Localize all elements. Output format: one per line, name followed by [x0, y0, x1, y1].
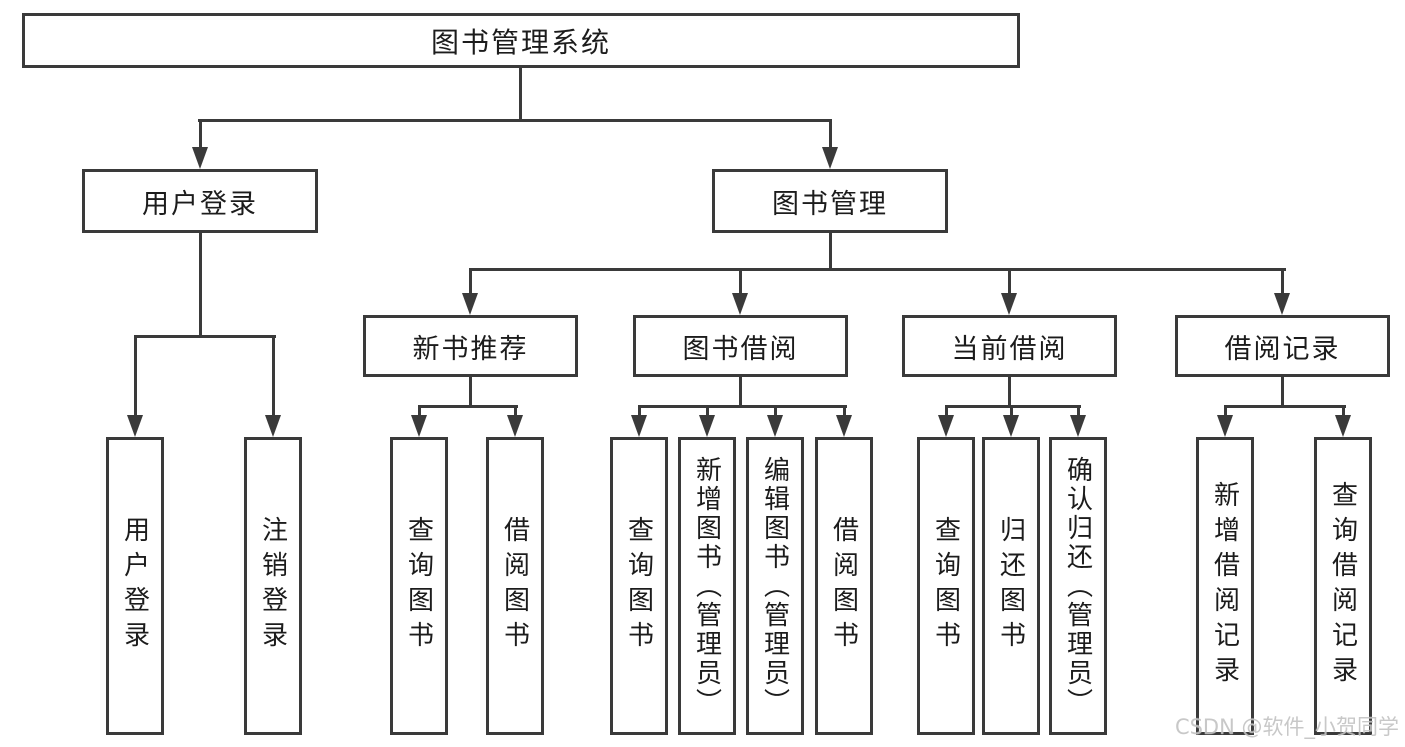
node-leaf-edit-books-admin: 编辑图书（管理员） [746, 437, 804, 735]
node-label: 查询图书 [623, 516, 654, 656]
arrow-l3c [1001, 293, 1017, 315]
node-label: 编辑图书（管理员） [759, 455, 790, 717]
arrow-l3d [1274, 293, 1290, 315]
node-label: 图书借阅 [682, 333, 799, 365]
node-label: 图书管理 [772, 188, 888, 220]
node-leaf-query-books-2: 查询图书 [610, 437, 668, 735]
node-label: 新书推荐 [412, 333, 529, 365]
arrow-D2 [1003, 415, 1019, 437]
connector-l3a-in [469, 268, 472, 296]
arrow-l3a [462, 293, 478, 315]
arrow-A1 [127, 415, 143, 437]
node-book-borrowing: 图书借阅 [633, 315, 848, 377]
node-leaf-logout: 注销登录 [244, 437, 302, 735]
connector-B2 [514, 405, 517, 419]
connector-level3-bar [469, 268, 1286, 271]
node-label: 当前借阅 [951, 333, 1068, 365]
node-new-book-recommend: 新书推荐 [363, 315, 578, 377]
node-label: 借阅图书 [499, 516, 530, 656]
node-leaf-user-login: 用户登录 [106, 437, 164, 735]
node-user-login: 用户登录 [82, 169, 318, 233]
connector-C2 [706, 405, 709, 419]
node-book-management-system: 图书管理系统 [22, 13, 1020, 68]
node-label: 确认归还（管理员） [1062, 455, 1093, 717]
node-label: 用户登录 [142, 188, 258, 220]
node-label: 新增图书（管理员） [691, 455, 722, 717]
connector-l3c-in [1008, 268, 1011, 296]
connector-root-stem [519, 66, 522, 122]
connector-groupD-bar [945, 405, 1081, 408]
node-label: 注销登录 [257, 516, 288, 656]
node-leaf-query-books-3: 查询图书 [917, 437, 975, 735]
node-label: 图书管理系统 [430, 25, 611, 59]
connector-l3b-in [739, 268, 742, 296]
arrow-D3 [1070, 415, 1086, 437]
connector-A2 [272, 335, 275, 417]
node-label: 归还图书 [995, 516, 1026, 656]
node-borrowing-records: 借阅记录 [1175, 315, 1390, 377]
node-label: 用户登录 [119, 516, 150, 656]
arrow-D1 [938, 415, 954, 437]
connector-l3d-in [1281, 268, 1284, 296]
connector-D2 [1010, 405, 1013, 419]
connector-book-mgmt-stem [829, 231, 832, 271]
node-label: 查询图书 [930, 516, 961, 656]
node-label: 借阅记录 [1224, 333, 1341, 365]
connector-B1 [418, 405, 421, 419]
arrow-B2 [507, 415, 523, 437]
node-leaf-borrow-books-2: 借阅图书 [815, 437, 873, 735]
node-leaf-confirm-return-admin: 确认归还（管理员） [1049, 437, 1107, 735]
node-leaf-add-borrow-record: 新增借阅记录 [1196, 437, 1254, 735]
connector-groupC-bar [638, 405, 847, 408]
connector-user-login-in [199, 119, 202, 149]
connector-l3c-stem [1008, 375, 1011, 407]
arrow-user-login [192, 147, 208, 169]
connector-A1 [134, 335, 137, 417]
connector-C1 [638, 405, 641, 419]
arrow-B1 [411, 415, 427, 437]
node-label: 借阅图书 [828, 516, 859, 656]
connector-user-login-stem [199, 231, 202, 337]
arrow-book-mgmt [822, 147, 838, 169]
connector-E2 [1342, 405, 1345, 419]
arrow-C3 [767, 415, 783, 437]
node-label: 新增借阅记录 [1209, 481, 1240, 691]
connector-l3d-stem [1281, 375, 1284, 407]
arrow-A2 [265, 415, 281, 437]
node-book-management: 图书管理 [712, 169, 948, 233]
arrow-E1 [1217, 415, 1233, 437]
connector-groupA-bar [134, 335, 276, 338]
arrow-l3b [732, 293, 748, 315]
connector-D1 [945, 405, 948, 419]
connector-groupE-bar [1224, 405, 1346, 408]
node-current-borrowing: 当前借阅 [902, 315, 1117, 377]
connector-l3b-stem [739, 375, 742, 407]
arrow-C2 [699, 415, 715, 437]
connector-D3 [1077, 405, 1080, 419]
connector-level2-bar [198, 119, 832, 122]
node-label: 查询图书 [403, 516, 434, 656]
node-leaf-query-books-1: 查询图书 [390, 437, 448, 735]
node-leaf-query-borrow-record: 查询借阅记录 [1314, 437, 1372, 735]
arrow-C4 [836, 415, 852, 437]
connector-l3a-stem [469, 375, 472, 407]
connector-C4 [843, 405, 846, 419]
arrow-E2 [1335, 415, 1351, 437]
node-label: 查询借阅记录 [1327, 481, 1358, 691]
arrow-C1 [631, 415, 647, 437]
node-leaf-borrow-books-1: 借阅图书 [486, 437, 544, 735]
node-leaf-add-books-admin: 新增图书（管理员） [678, 437, 736, 735]
connector-groupB-bar [418, 405, 518, 408]
node-leaf-return-books: 归还图书 [982, 437, 1040, 735]
connector-C3 [774, 405, 777, 419]
connector-E1 [1224, 405, 1227, 419]
connector-book-mgmt-in [829, 119, 832, 149]
csdn-watermark: CSDN @软件_小贺同学 [1174, 715, 1399, 739]
